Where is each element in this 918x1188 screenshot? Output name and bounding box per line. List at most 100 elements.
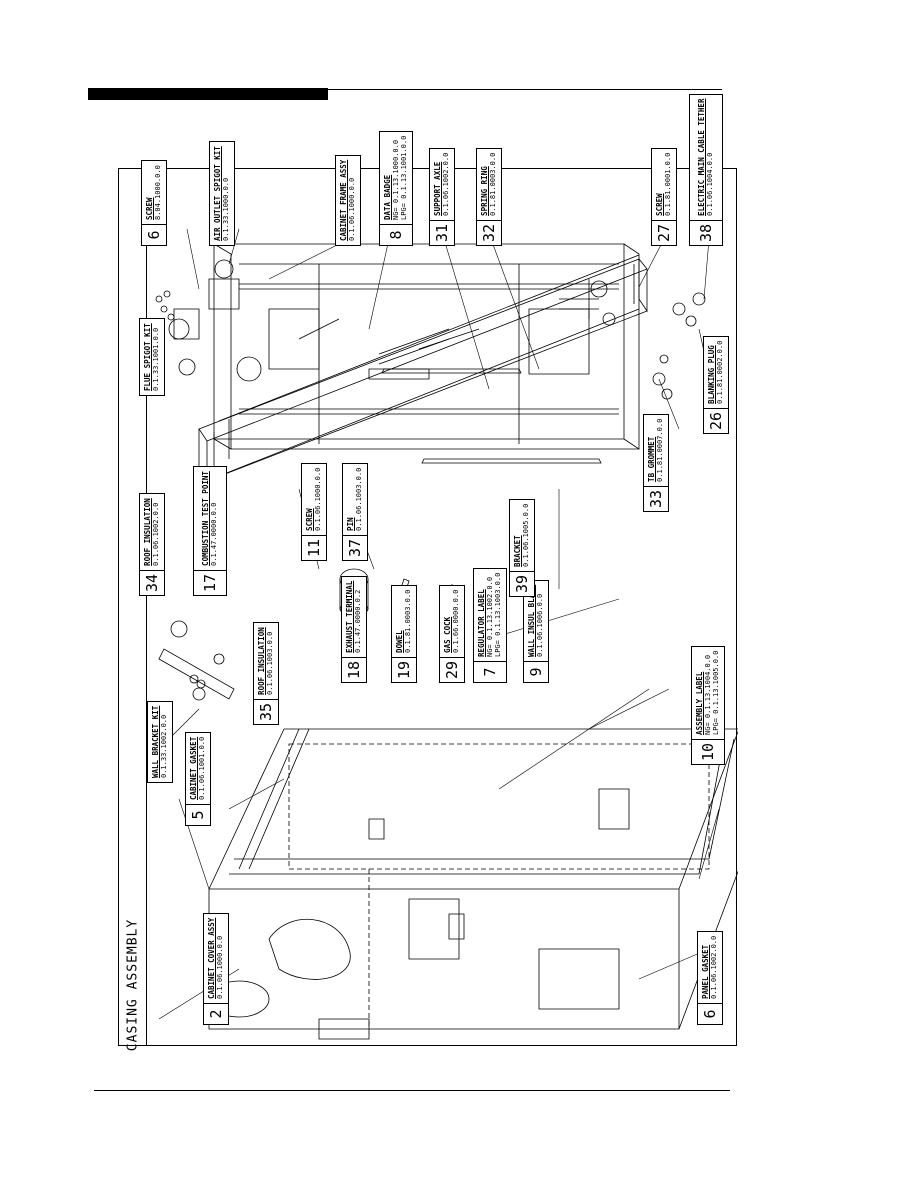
callout-number: 6 [698,1003,722,1024]
callout-code: 0.1.81.0002.0.0 [716,340,724,404]
callout-number: 34 [140,569,164,595]
callout-number: 33 [644,485,668,511]
callout-code: 0.1.33.1002.0.0 [160,714,168,778]
callout-name: DOWEL [395,630,404,653]
callout-code: 0.1.06.1001.0.0 [198,736,206,800]
callout-number: 9 [524,661,548,682]
callout-code: 0.1.81.0003.0.0 [489,152,497,216]
callout-name: BRACKET [513,535,522,567]
callout-code: 0.1.33.1001.0.0 [152,327,160,391]
callout-code: 0.1.06.1005.0.0 [522,503,530,567]
callout-name: CABINET COVER ASSY [207,917,216,999]
callout-name: AIR OUTLET SPIGOT KIT [213,146,222,241]
callout-name: ROOF INSULATION [143,498,152,566]
callout-code: 0.1.06.1003.0.0 [355,467,363,531]
callout-name: BLANKING PLUG [707,345,716,404]
callout-number: 8 [380,224,412,245]
callout-line: LPG= 0.1.13.1005.0.0 [712,650,720,735]
callout-name: SCREW [305,508,314,531]
callout-line: NG= 0.1.13.1000.0.0 [392,139,400,220]
callout-name: CABINET FRAME ASSY [339,159,348,241]
callout-name: SCREW [655,193,664,216]
callout-number: 19 [392,656,416,682]
callout-number: 31 [430,219,454,245]
callout-code: 0.1.47.0000.0.0 [210,502,218,566]
callout-code: 0.1.06.1002.0.0 [152,502,160,566]
callout-name: COMBUSTION TEST POINT [201,471,210,566]
callout-name: TB GROMMET [647,436,656,482]
callout-number: 18 [342,656,366,682]
cabinet-cover [208,728,738,1040]
callout-name: EXHAUST TERMINAL [345,580,354,653]
drawing-frame: CASING ASSEMBLY [118,93,738,1051]
callout-name: SCREW [145,197,154,220]
callout-code: 0.1.81.0001.0.0 [664,152,672,216]
callout-name: GAS COCK [443,616,452,653]
callout-code: 0.1.06.1003.0.0 [266,631,274,695]
footer-rule [94,1090,730,1091]
callout-number: 35 [254,698,278,724]
callout-code: 0.1.06.1006.0.0 [536,593,544,657]
header-rule [88,89,722,90]
callout-code: 0.1.81.0003.0.0 [404,589,412,653]
callout-number: 39 [510,570,534,596]
callout-name: WALL BRACKET KIT [151,705,160,778]
title-strip: CASING ASSEMBLY [119,169,147,1051]
callout-code: 0.1.81.0007.0.0 [656,418,664,482]
callout-number: 6 [142,224,166,245]
callout-name: ROOF INSULATION [257,627,266,695]
callout-number: 29 [440,656,464,682]
callout-line: LPG= 0.1.13.1001.0.0 [400,135,408,220]
callout-code: 0.1.06.1000.0.0 [348,177,356,241]
callout-code: 0.1.06.1000.0.0 [314,467,322,531]
callout-number: 38 [690,219,722,245]
support-axle [381,368,602,464]
callout-name: ELECTRIC MAIN CABLE TETHER [697,98,706,216]
callout-number: 7 [474,661,506,682]
callout-code: 8.04.1000.0.0 [154,165,162,220]
header-bar [88,88,328,100]
small-parts [155,259,706,701]
callout-line: NG= 0.1.13.1004.0.0 [704,654,712,735]
callout-number: 5 [186,804,210,825]
callout-number: 37 [343,534,367,560]
callout-code: 0.1.06.1002.0.0 [442,152,450,216]
callout-number: 26 [704,407,728,433]
callout-number: 11 [302,534,326,560]
callout-code: 0.1.66.0000.0.0 [452,589,460,653]
callout-code: 0.1.06.1000.0.0 [216,935,224,999]
callout-code: 0.1.06.1004.0.0 [706,152,714,216]
callout-code: 0.1.33.1000.0.0 [222,177,230,241]
callout-name: ASSEMBLY LABEL [695,671,704,735]
callout-name: REGULATOR LABEL [477,589,486,657]
callout-name: SUPPORT AXLE [433,161,442,216]
callout-name: CABINET GASKET [189,736,198,800]
callout-code: 0.1.47.0000.0.2 [354,589,362,653]
callout-name: FLUE SPIGOT KIT [143,323,152,391]
callout-number: 2 [204,1003,228,1024]
